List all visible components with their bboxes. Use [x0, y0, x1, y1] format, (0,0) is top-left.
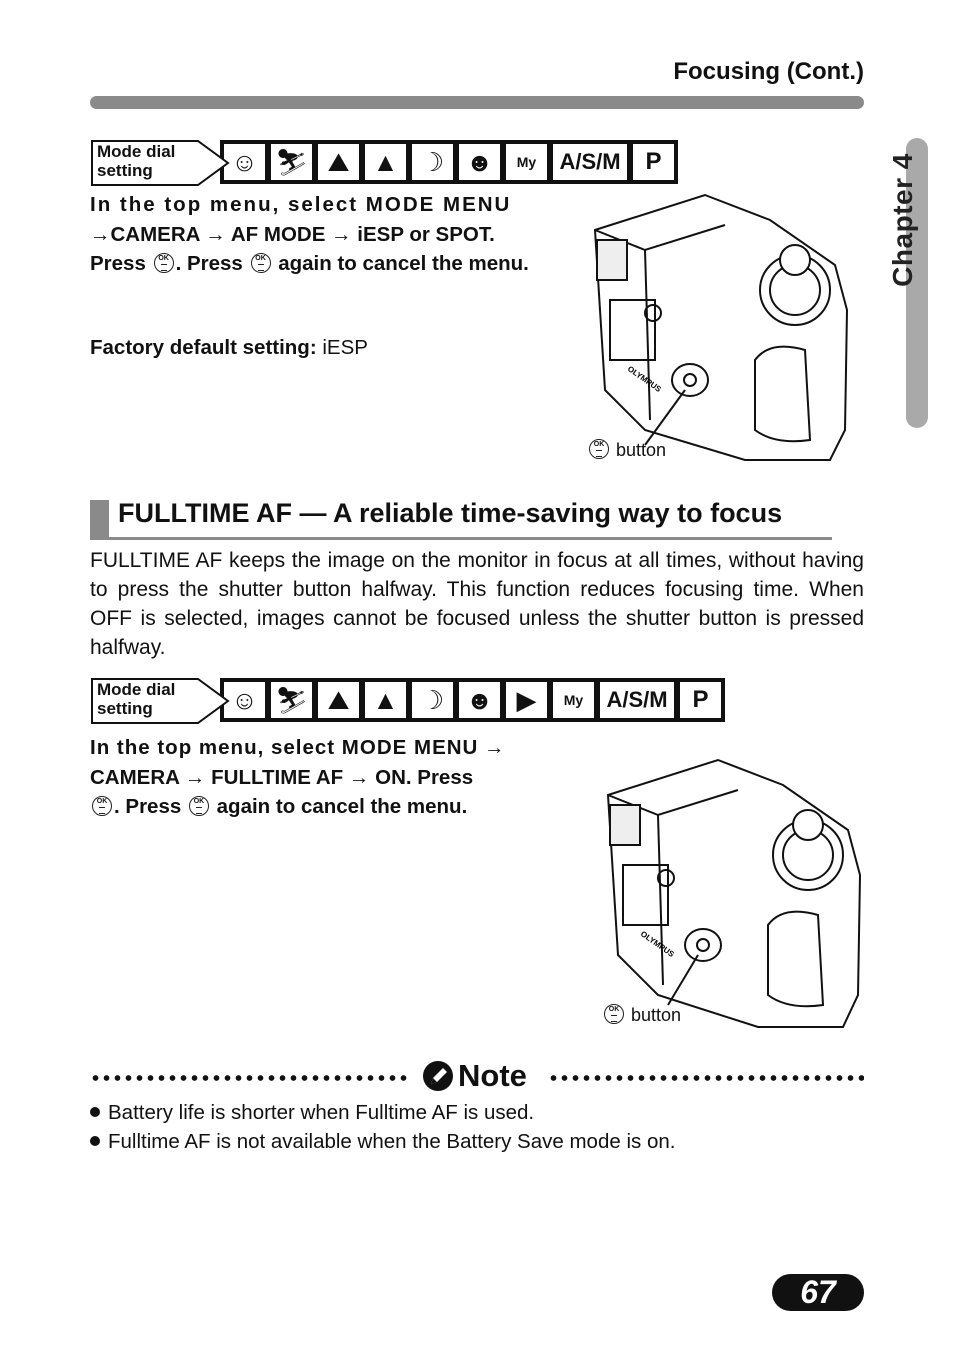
instruction-1-part4: iESP or SPOT.	[357, 222, 495, 246]
note-item: Fulltime AF is not available when the Ba…	[90, 1127, 864, 1156]
page-header-title: Focusing (Cont.)	[673, 58, 864, 85]
mode-dial-row-2: Mode dial setting ☺ ⛷ ⛰ ▲ ☽ ☻ ▶ My A/S/M…	[90, 677, 725, 724]
note-item-text: Battery life is shorter when Fulltime AF…	[108, 1101, 535, 1124]
landscape-portrait-icon: ⛰	[317, 143, 360, 181]
note-item-text: Fulltime AF is not available when the Ba…	[108, 1130, 676, 1153]
header-rule	[90, 96, 864, 109]
camera-illustration-icon: OLYMPUS	[606, 758, 862, 1028]
instruction-2-part2: CAMERA	[90, 765, 180, 789]
mode-icon-strip: ☺ ⛷ ⛰ ▲ ☽ ☻ ▶ My A/S/M P	[220, 678, 725, 722]
note-list: Battery life is shorter when Fulltime AF…	[90, 1098, 864, 1156]
mode-dial-label: Mode dial setting	[90, 677, 230, 724]
ok-button-icon	[604, 1004, 624, 1025]
ok-button-icon	[250, 252, 271, 273]
instruction-1-part3: AF MODE	[230, 222, 326, 246]
button-caption-text: button	[631, 1005, 682, 1025]
ok-button-caption-1: button	[587, 439, 667, 461]
night-scene-icon: ☽	[411, 143, 454, 181]
mode-icon-strip: ☺ ⛷ ⛰ ▲ ☽ ☻ My A/S/M P	[220, 140, 678, 184]
pencil-note-icon	[423, 1061, 453, 1091]
section-body: FULLTIME AF keeps the image on the monit…	[90, 549, 864, 659]
ok-button-caption-2: button	[602, 1004, 682, 1026]
mode-dial-label-line1: Mode dial	[97, 680, 176, 699]
instruction-1-part6: . Press	[175, 252, 243, 275]
my-mode-icon: My	[505, 143, 548, 181]
button-caption-text: button	[616, 440, 667, 460]
mode-dial-row-1: Mode dial setting ☺ ⛷ ⛰ ▲ ☽ ☻ My A/S/M P	[90, 139, 678, 186]
program-mode-icon: P	[679, 681, 722, 719]
ok-button-icon	[92, 795, 112, 816]
night-scene-icon: ☽	[411, 681, 454, 719]
self-portrait-icon: ☻	[458, 681, 501, 719]
sports-icon: ⛷	[270, 681, 313, 719]
bullet-icon	[90, 1136, 100, 1146]
bullet-icon	[90, 1107, 100, 1117]
mode-dial-label-line2: setting	[97, 699, 153, 718]
mode-dial-label-line1: Mode dial	[97, 142, 176, 161]
program-mode-icon: P	[632, 143, 675, 181]
instruction-2-part1: In the top menu, select MODE MENU	[90, 736, 479, 759]
instruction-2-part3: FULLTIME AF	[211, 765, 344, 789]
factory-default-value: iESP	[322, 336, 368, 359]
movie-icon: ▶	[505, 681, 548, 719]
chapter-tab-label: Chapter 4	[887, 153, 918, 287]
chapter-tab-label-wrap: Chapter 4	[878, 140, 928, 300]
instruction-1-part5: Press	[90, 252, 146, 275]
instruction-2-part6: again to cancel the menu.	[216, 795, 468, 818]
note-dots-left	[90, 1074, 410, 1082]
asm-mode-icon: A/S/M	[599, 681, 675, 719]
section-heading-marker	[90, 500, 109, 538]
note-header: Note	[90, 1058, 864, 1098]
landscape-portrait-icon: ⛰	[317, 681, 360, 719]
ok-button-icon	[188, 795, 209, 816]
note-item: Battery life is shorter when Fulltime AF…	[90, 1098, 864, 1127]
note-title-wrap: Note	[422, 1058, 527, 1094]
self-portrait-icon: ☻	[458, 143, 501, 181]
factory-default-label: Factory default setting:	[90, 336, 317, 359]
page-number: 67	[772, 1274, 864, 1311]
section-heading-rule	[90, 537, 832, 540]
asm-mode-icon: A/S/M	[552, 143, 628, 181]
chapter-tab	[906, 138, 928, 428]
portrait-icon: ☺	[223, 681, 266, 719]
section-heading: FULLTIME AF — A reliable time-saving way…	[90, 498, 864, 540]
section-heading-title: FULLTIME AF — A reliable time-saving way…	[118, 498, 783, 528]
arrow-icon: →	[331, 222, 352, 246]
instruction-2: In the top menu, select MODE MENU → CAME…	[90, 733, 545, 822]
arrow-icon: →	[348, 765, 370, 789]
factory-default: Factory default setting: iESP	[90, 336, 368, 360]
note-dots-right	[548, 1074, 864, 1082]
landscape-icon: ▲	[364, 681, 407, 719]
arrow-icon: →	[484, 736, 505, 759]
mode-dial-label: Mode dial setting	[90, 139, 230, 186]
sports-icon: ⛷	[270, 143, 313, 181]
instruction-1: In the top menu, select MODE MENU →CAMER…	[90, 190, 545, 279]
camera-illustration-icon: OLYMPUS	[593, 193, 849, 461]
instruction-2-part5: . Press	[114, 795, 182, 818]
ok-button-icon	[589, 439, 609, 460]
ok-button-icon	[153, 252, 174, 273]
arrow-icon: →	[205, 222, 226, 246]
landscape-icon: ▲	[364, 143, 407, 181]
my-mode-icon: My	[552, 681, 595, 719]
portrait-icon: ☺	[223, 143, 266, 181]
instruction-2-part4: ON. Press	[375, 765, 474, 789]
arrow-icon: →	[184, 765, 206, 789]
mode-dial-label-line2: setting	[97, 161, 153, 180]
note-title: Note	[458, 1058, 527, 1093]
instruction-1-part1: In the top menu, select MODE MENU	[90, 193, 512, 216]
instruction-1-part2: CAMERA	[110, 222, 200, 246]
arrow-icon: →	[90, 222, 111, 246]
instruction-1-part7: again to cancel the menu.	[278, 252, 529, 275]
